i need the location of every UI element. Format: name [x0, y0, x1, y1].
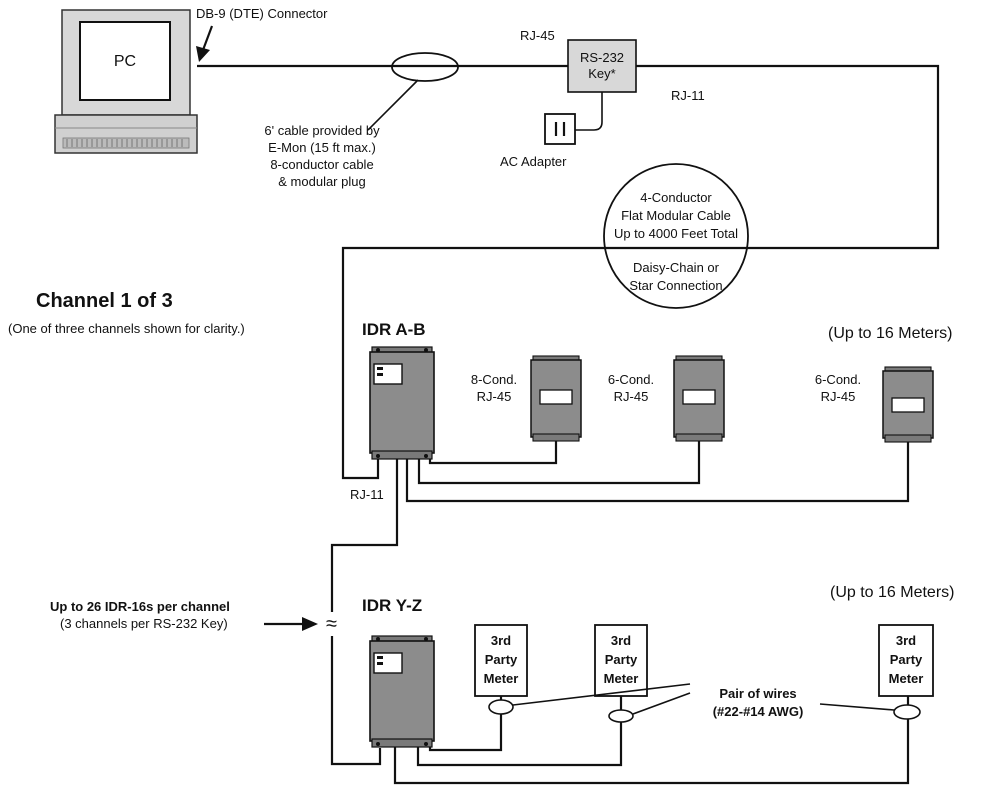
wire-pair-marker-2	[608, 709, 634, 723]
idr-ab-up-to: (Up to 16 Meters)	[828, 325, 952, 342]
rj11-top-label: RJ-11	[671, 88, 705, 103]
cable-marker	[391, 52, 459, 82]
meter-ab-1	[530, 355, 582, 442]
meter-wire-ab-3	[405, 442, 910, 503]
idr-yz-up-to: (Up to 16 Meters)	[830, 584, 954, 601]
ac-adapter-label: AC Adapter	[500, 154, 567, 169]
chain-wire	[330, 459, 399, 612]
third-party-meter-2: 3rd Party Meter	[594, 624, 648, 697]
svg-text:3rd: 3rd	[491, 633, 511, 648]
third-party-meter-3: 3rd Party Meter	[878, 624, 934, 697]
svg-text:6-Cond.: 6-Cond.	[815, 372, 861, 387]
ac-adapter-cord	[575, 92, 603, 131]
pc-screen	[79, 21, 171, 101]
pc-computer: PC	[54, 9, 198, 154]
idr-ab-title: IDR A-B	[362, 320, 426, 339]
idr-count-sub: (3 channels per RS-232 Key)	[60, 616, 228, 631]
cable-info-circle	[603, 163, 749, 309]
idr-ab-unit	[369, 346, 435, 460]
svg-text:Flat Modular Cable: Flat Modular Cable	[621, 208, 731, 223]
break-symbol: ≈	[326, 613, 337, 635]
meter-wire-ab-1	[428, 441, 558, 465]
third-party-meter-1: 3rd Party Meter	[474, 624, 528, 697]
meter-ab-2	[673, 355, 725, 442]
channel-subtitle: (One of three channels shown for clarity…	[8, 321, 245, 336]
svg-text:3rd: 3rd	[611, 633, 631, 648]
svg-text:RJ-45: RJ-45	[821, 389, 856, 404]
idr-yz-title: IDR Y-Z	[362, 596, 422, 615]
ac-adapter-icon	[544, 113, 576, 145]
wire-pair-marker-1	[488, 699, 514, 715]
svg-text:Party: Party	[890, 652, 923, 667]
svg-text:RJ-45: RJ-45	[477, 389, 512, 404]
rs232-label: RS-232	[580, 50, 624, 65]
cable-note: 6' cable provided by E-Mon (15 ft max.) …	[264, 123, 380, 189]
pc-label: PC	[114, 53, 136, 70]
wire-pair-label: Pair of wires	[719, 686, 796, 701]
svg-text:3rd: 3rd	[896, 633, 916, 648]
svg-text:Star Connection: Star Connection	[629, 278, 722, 293]
modular-cable	[341, 64, 940, 480]
svg-text:Up to 4000 Feet Total: Up to 4000 Feet Total	[614, 226, 738, 241]
rs232-key-label: Key*	[588, 66, 615, 81]
rj45-label: RJ-45	[520, 28, 555, 43]
svg-text:8-Cond.: 8-Cond.	[471, 372, 517, 387]
svg-text:& modular plug: & modular plug	[278, 174, 365, 189]
svg-text:Party: Party	[605, 652, 638, 667]
idr-count-note: Up to 26 IDR-16s per channel	[50, 599, 230, 614]
meter-wire-yz-2	[416, 696, 623, 767]
svg-text:6' cable provided by: 6' cable provided by	[264, 123, 380, 138]
wire-pair-marker-3	[893, 704, 921, 720]
idr-yz-unit	[369, 635, 435, 748]
wire-gauge-label: (#22-#14 AWG)	[713, 704, 804, 719]
meter-wire-yz-1	[428, 696, 503, 752]
meter-wire-ab-2	[417, 441, 701, 485]
svg-text:E-Mon (15 ft max.): E-Mon (15 ft max.)	[268, 140, 376, 155]
meter-ab-3	[882, 366, 934, 443]
idr-ab-rj11-label: RJ-11	[350, 487, 384, 502]
arrow-right-icon	[302, 617, 318, 631]
svg-text:Meter: Meter	[484, 671, 519, 686]
svg-text:RJ-45: RJ-45	[614, 389, 649, 404]
svg-text:8-conductor cable: 8-conductor cable	[270, 157, 373, 172]
db9-connector-label: DB-9 (DTE) Connector	[196, 6, 328, 21]
svg-text:6-Cond.: 6-Cond.	[608, 372, 654, 387]
svg-text:Party: Party	[485, 652, 518, 667]
svg-text:Daisy-Chain or: Daisy-Chain or	[633, 260, 720, 275]
svg-text:Meter: Meter	[604, 671, 639, 686]
svg-text:Meter: Meter	[889, 671, 924, 686]
circle-note: 4-Conductor Flat Modular Cable Up to 400…	[614, 190, 738, 293]
meter-wire-yz-3	[393, 696, 910, 785]
channel-title: Channel 1 of 3	[36, 290, 173, 312]
connector-arrow-icon	[196, 46, 210, 62]
svg-text:4-Conductor: 4-Conductor	[640, 190, 712, 205]
